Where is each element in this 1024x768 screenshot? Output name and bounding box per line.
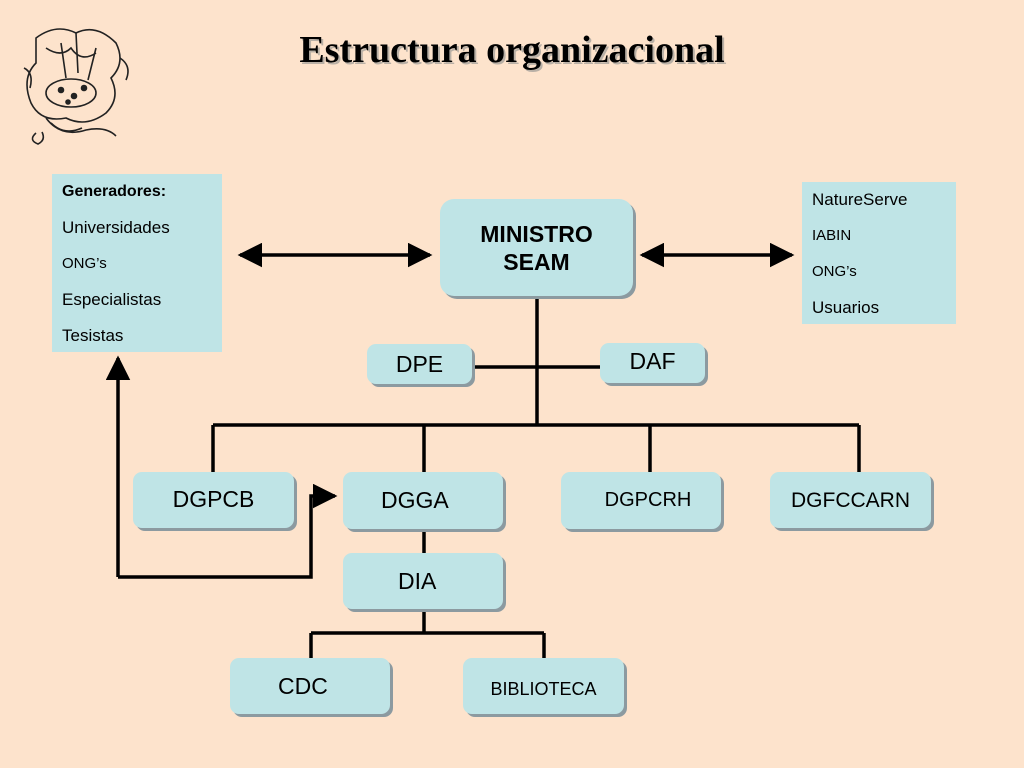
users-box: NatureServe IABIN ONG’s Usuarios bbox=[802, 182, 956, 324]
ministro-label: MINISTRO bbox=[480, 220, 593, 247]
biblioteca-label: BIBLIOTECA bbox=[490, 678, 597, 699]
seam-label: SEAM bbox=[503, 248, 570, 275]
list-item: ONG’s bbox=[812, 263, 857, 280]
list-item: Especialistas bbox=[62, 290, 162, 309]
page-title: Estructura organizacional bbox=[299, 29, 725, 71]
list-item: ONG’s bbox=[62, 255, 107, 272]
dpe-node: DPE bbox=[367, 344, 472, 384]
dgfccarn-label: DGFCCARN bbox=[791, 489, 910, 512]
dgpcb-label: DGPCB bbox=[172, 486, 255, 512]
daf-node: DAF bbox=[600, 343, 705, 383]
wildlife-illustration-icon bbox=[23, 28, 129, 145]
cdc-node: CDC bbox=[230, 658, 390, 714]
dgga-label: DGGA bbox=[381, 487, 449, 513]
biblioteca-node: BIBLIOTECA bbox=[463, 658, 624, 714]
generadores-box: Generadores: Universidades ONG’s Especia… bbox=[52, 174, 222, 352]
dgfccarn-node: DGFCCARN bbox=[770, 472, 931, 528]
list-item: Tesistas bbox=[62, 326, 124, 345]
dia-label: DIA bbox=[398, 567, 437, 594]
list-item: IABIN bbox=[812, 227, 852, 244]
dpe-label: DPE bbox=[395, 350, 444, 377]
generadores-heading: Generadores: bbox=[62, 183, 167, 200]
feedback-arrow-to-dgga bbox=[118, 483, 338, 579]
cdc-label: CDC bbox=[278, 672, 328, 699]
dgpcrh-node: DGPCRH bbox=[561, 472, 721, 529]
ministro-seam-node: MINISTRO SEAM bbox=[440, 199, 633, 296]
daf-label: DAF bbox=[629, 348, 676, 374]
list-item: Universidades bbox=[62, 218, 170, 237]
list-item: NatureServe bbox=[812, 190, 908, 209]
dgga-node: DGGA bbox=[343, 472, 503, 529]
dia-node: DIA bbox=[343, 553, 503, 609]
dgpcb-node: DGPCB bbox=[133, 472, 294, 528]
dgpcrh-label: DGPCRH bbox=[604, 489, 692, 511]
list-item: Usuarios bbox=[812, 298, 880, 317]
